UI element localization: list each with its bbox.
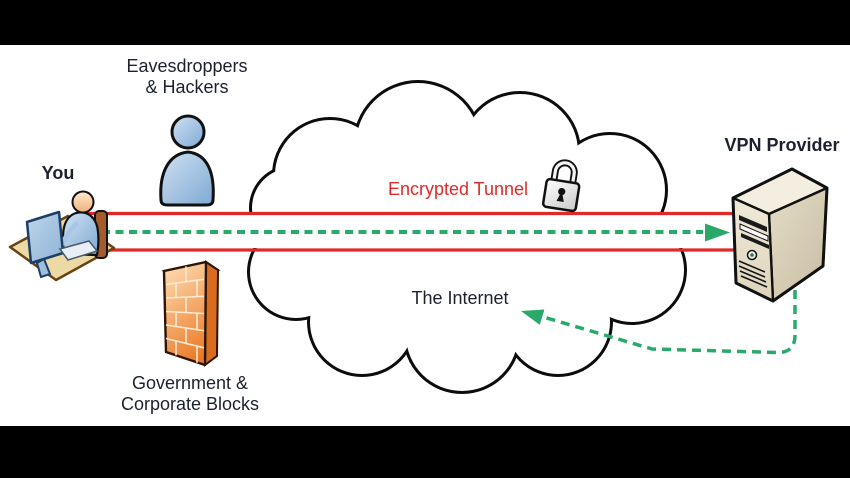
padlock-icon [541,159,581,213]
tunnel-red-lines [86,211,737,252]
encrypted-tunnel-label: Encrypted Tunnel [387,179,529,199]
government-blocks-label: Government & Corporate Blocks [120,373,260,414]
green-dashed-arrow-left [521,290,797,355]
eavesdroppers-label: Eavesdroppers & Hackers [126,56,248,97]
green-dashed-arrow-right [102,223,730,242]
firewall-brick-wall-icon [161,260,221,368]
the-internet-label: The Internet [411,288,509,308]
tunnel-band [84,215,738,248]
server-tower-icon [731,167,829,303]
you-label: You [41,163,75,183]
vpn-provider-label: VPN Provider [724,135,840,155]
user-at-computer-icon [8,190,116,282]
person-icon [159,114,215,207]
